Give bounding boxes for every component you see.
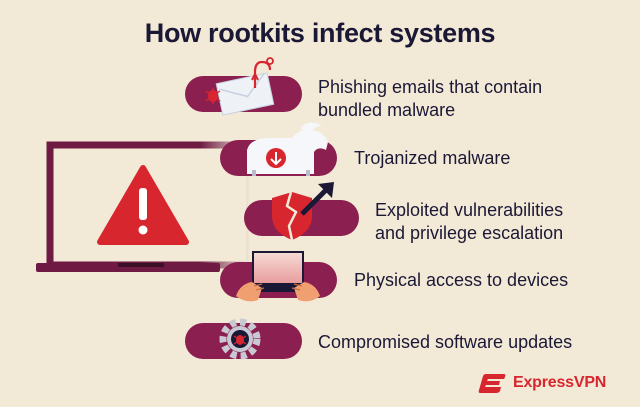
expressvpn-mark-icon — [478, 374, 506, 393]
exclamation-warning-icon — [97, 165, 189, 245]
brand-name: ExpressVPN — [513, 374, 607, 391]
label-updates: Compromised software updates — [318, 332, 573, 352]
trojan-horse-icon — [247, 122, 328, 176]
gear-bug-icon — [219, 318, 261, 360]
pill-physical — [220, 251, 337, 302]
label-trojan: Trojanized malware — [354, 148, 511, 168]
label-phishing: Phishing emails that contain bundled mal… — [318, 76, 542, 122]
label-physical: Physical access to devices — [354, 270, 569, 290]
label-exploit-line2: and privilege escalation — [375, 223, 564, 243]
phishing-email-icon — [205, 57, 275, 116]
laptop-hands-icon — [236, 251, 320, 302]
pill-updates — [185, 318, 302, 360]
label-exploit: Exploited vulnerabilities and privilege … — [375, 199, 563, 245]
pill-exploit — [244, 182, 359, 241]
pill-trojan — [220, 122, 337, 176]
pill-phishing — [185, 57, 302, 116]
label-phishing-line2: bundled malware — [318, 100, 456, 120]
page-title: How rootkits infect systems — [144, 18, 496, 48]
broken-shield-icon — [272, 182, 334, 241]
label-exploit-line1: Exploited vulnerabilities — [375, 200, 564, 220]
label-phishing-line1: Phishing emails that contain — [318, 77, 543, 97]
expressvpn-logo: ExpressVPN — [478, 370, 606, 396]
